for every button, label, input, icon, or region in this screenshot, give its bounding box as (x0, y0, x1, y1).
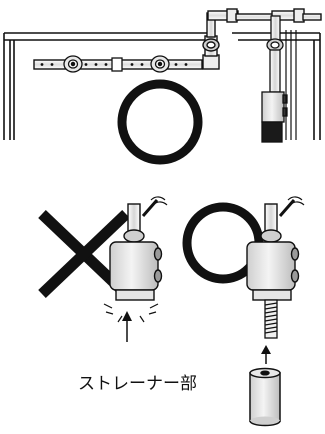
filter-head-left (109, 196, 168, 301)
strainer-sponge (249, 367, 281, 427)
correct-example (182, 196, 305, 427)
strainer-label: ストレーナー部 (78, 374, 197, 394)
arrow-up-icon (122, 311, 132, 342)
threaded-nozzle (264, 299, 278, 339)
tank-setup-diagram (3, 8, 322, 165)
vibration-lines (103, 303, 159, 323)
filter-unit (261, 15, 297, 143)
correct-mark-top (117, 79, 203, 165)
outlet-pipe (202, 8, 322, 70)
incorrect-example (38, 196, 168, 342)
spray-bar (33, 55, 203, 73)
suction-cup (150, 55, 170, 73)
filter-head-right (246, 196, 305, 301)
suction-cup (63, 55, 83, 73)
arrow-up-icon (261, 345, 271, 364)
